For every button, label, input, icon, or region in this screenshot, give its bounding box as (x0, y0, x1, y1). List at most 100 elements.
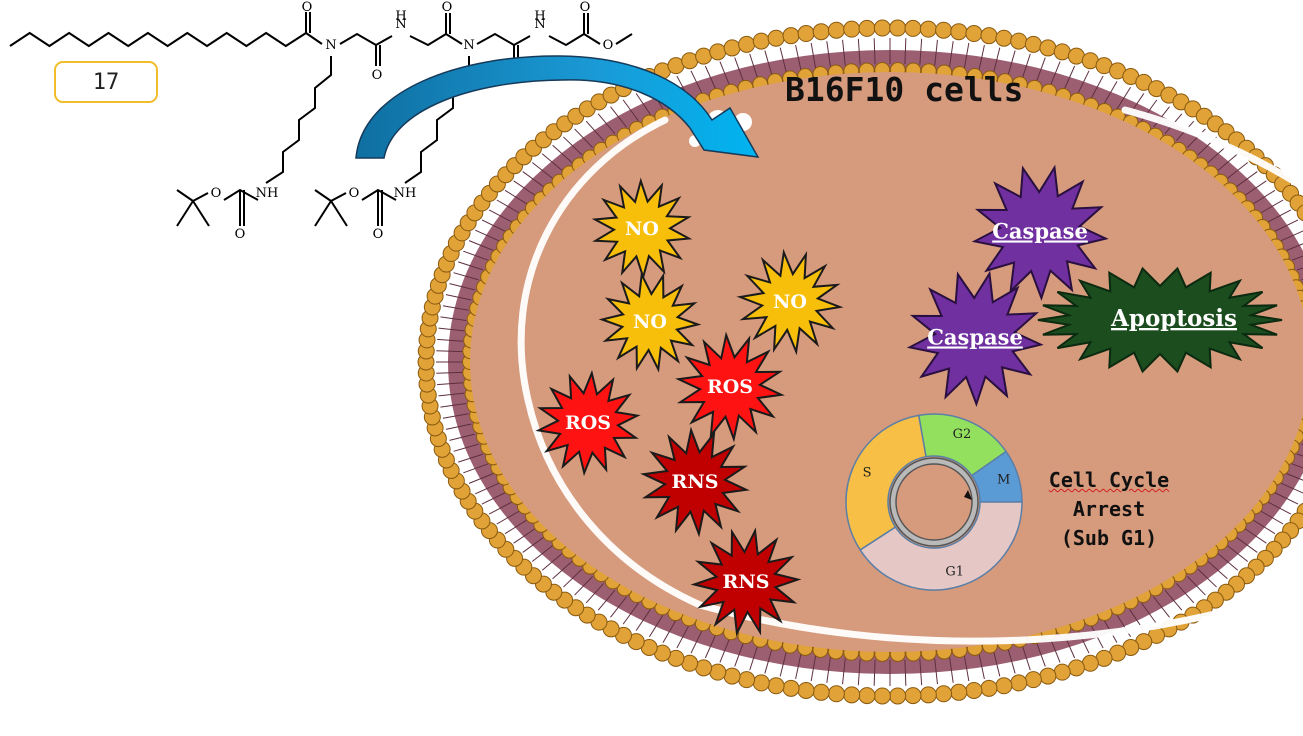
bond (266, 56, 331, 183)
bond (177, 201, 193, 226)
lipid-head (813, 24, 829, 40)
lipid-head (874, 688, 890, 704)
atom-label: H (395, 9, 406, 24)
lipid-head (1054, 664, 1070, 680)
atom-label: N (463, 38, 474, 53)
bond (331, 201, 347, 226)
lipid-head (844, 21, 860, 37)
lipid-head (798, 26, 814, 42)
phase-label: G2 (953, 427, 972, 442)
lipid-head (798, 682, 814, 698)
atom-label: O (235, 227, 246, 242)
lipid-head (710, 664, 726, 680)
atom-label: NH (394, 186, 417, 201)
rns-label: RNS (672, 471, 719, 493)
lipid-head (1040, 668, 1056, 684)
lipid-head (966, 682, 982, 698)
cell-cycle-arrest-label: Cell Cycle Arrest (Sub G1) (1028, 466, 1190, 553)
lipid-head (739, 36, 755, 52)
atom-label: NH (256, 186, 279, 201)
cycle-inner-core (896, 464, 972, 540)
bond (410, 34, 446, 45)
lipid-head (966, 26, 982, 42)
atom-label: O (580, 0, 591, 15)
atom-label: O (372, 68, 383, 83)
caspase-label: Caspase (927, 325, 1023, 350)
lipid-head (696, 48, 712, 64)
lipid-head (1011, 33, 1027, 49)
lipid-head (828, 22, 844, 38)
bond (376, 36, 392, 45)
atom-label: O (349, 186, 360, 201)
lipid-head (936, 686, 952, 702)
lipid-head (936, 22, 952, 38)
lipid-head (813, 684, 829, 700)
bond (315, 190, 331, 201)
atom-label: N (325, 38, 336, 53)
lipid-head (724, 40, 740, 56)
lipid-head (981, 680, 997, 696)
cell-line-title: B16F10 cells (785, 70, 1023, 109)
lipid-head (874, 20, 890, 36)
lipid-head (1068, 660, 1084, 676)
lipid-head (859, 688, 875, 704)
lipid-head (739, 672, 755, 688)
apoptosis-label: Apoptosis (1110, 305, 1237, 332)
lipid-head (951, 24, 967, 40)
lipid-head (905, 688, 921, 704)
compound-number: 17 (93, 70, 120, 95)
ros-label: ROS (565, 412, 611, 434)
ros-label: ROS (707, 376, 753, 398)
bond (514, 36, 530, 45)
atom-label: H (534, 9, 545, 24)
atom-label: O (603, 38, 614, 53)
bond (10, 33, 306, 46)
lipid-head (890, 20, 906, 36)
no-label: NO (773, 291, 807, 313)
bond (340, 34, 376, 45)
bond (193, 201, 209, 226)
no-label: NO (625, 218, 659, 240)
lipid-head (920, 687, 936, 703)
lipid-head (996, 678, 1012, 694)
phase-label: G1 (945, 564, 964, 579)
atom-label: O (211, 186, 222, 201)
lipid-head (996, 30, 1012, 46)
rns-label: RNS (723, 571, 770, 593)
bond (193, 193, 208, 201)
arrest-line-2: Arrest (1028, 495, 1190, 524)
bond (315, 201, 331, 226)
phase-label: M (997, 473, 1010, 488)
bond (446, 34, 462, 44)
compound-number-box: 17 (54, 61, 158, 103)
lipid-head (844, 687, 860, 703)
lipid-head (890, 688, 906, 704)
bond (616, 34, 632, 44)
lipid-head (1025, 36, 1041, 52)
arrest-line-3: (Sub G1) (1028, 524, 1190, 553)
no-label: NO (633, 311, 667, 333)
lipid-head (920, 21, 936, 37)
lipid-head (1040, 40, 1056, 56)
lipid-head (828, 686, 844, 702)
bond (477, 34, 514, 45)
lipid-head (1011, 675, 1027, 691)
bond (584, 34, 600, 44)
lipid-head (1025, 672, 1041, 688)
lipid-head (859, 20, 875, 36)
phase-label: S (863, 465, 872, 480)
bond (177, 190, 193, 201)
caspase-label: Caspase (992, 219, 1088, 244)
lipid-head (753, 33, 769, 49)
bond (549, 34, 584, 45)
lipid-head (753, 675, 769, 691)
bond (331, 193, 346, 201)
atom-label: O (373, 227, 384, 242)
lipid-head (768, 30, 784, 46)
atom-label: O (442, 0, 453, 15)
cell-cycle-diagram: G2M G1 S (846, 414, 1022, 590)
lipid-head (724, 668, 740, 684)
atom-label: O (302, 0, 313, 15)
